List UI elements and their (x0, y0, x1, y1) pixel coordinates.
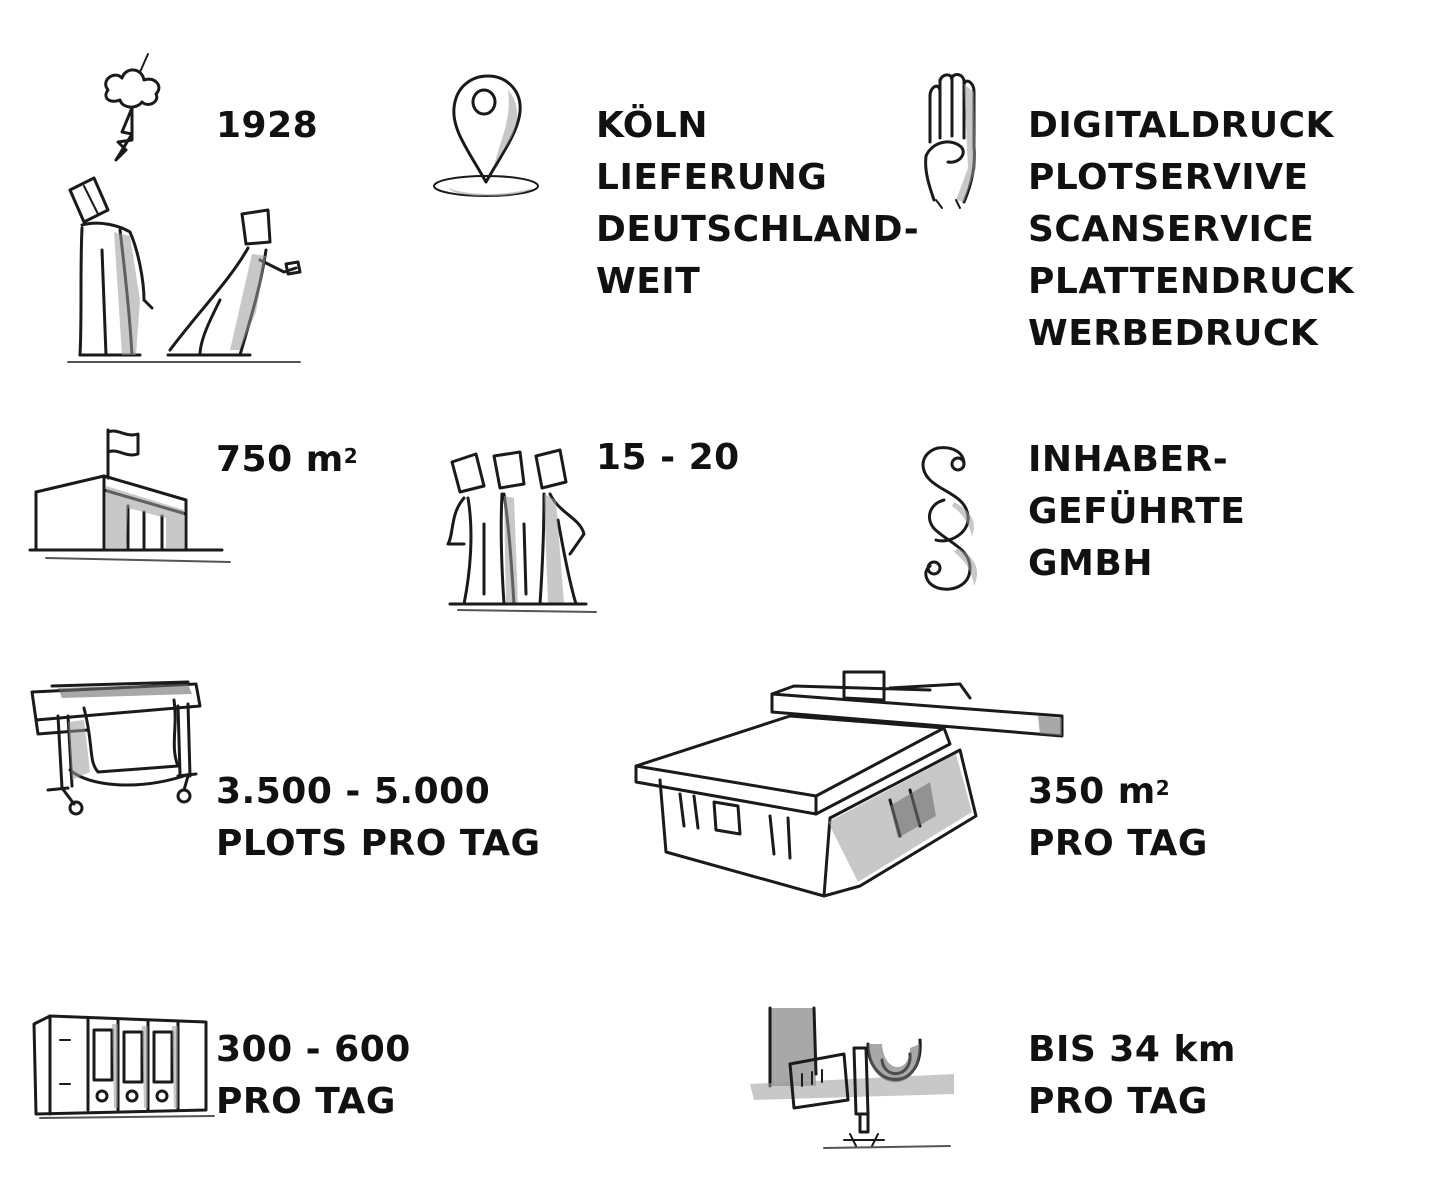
year-text: 1928 (216, 105, 319, 146)
binders-icon (30, 1010, 216, 1120)
people-fighting-icon (60, 50, 310, 370)
legal-text: INHABER- GEFÜHRTE GMBH (1028, 439, 1246, 584)
paragraph-icon (908, 440, 988, 600)
employees-text: 15 - 20 (596, 437, 740, 478)
team-icon (440, 444, 604, 616)
binders-text: 300 - 600 PRO TAG (216, 1029, 411, 1122)
warehouse-icon (26, 426, 232, 570)
services-text: DIGITALDRUCK PLOTSERVIVE SCANSERVICE PLA… (1028, 105, 1355, 354)
cutting-plotter-icon (744, 1004, 960, 1152)
hand-five-fingers-icon (912, 72, 992, 212)
cutting-text: BIS 34 km PRO TAG (1028, 1029, 1236, 1122)
plots-text: 3.500 - 5.000 PLOTS PRO TAG (216, 771, 541, 864)
flatbed-text: 350 m2 PRO TAG (1028, 771, 1208, 864)
location-text: KÖLN LIEFERUNG DEUTSCHLAND- WEIT (596, 105, 920, 302)
location-pin-icon (428, 70, 548, 210)
flatbed-printer-icon (630, 666, 1066, 906)
large-format-printer-icon (28, 676, 204, 822)
area-text: 750 m2 (216, 439, 359, 480)
